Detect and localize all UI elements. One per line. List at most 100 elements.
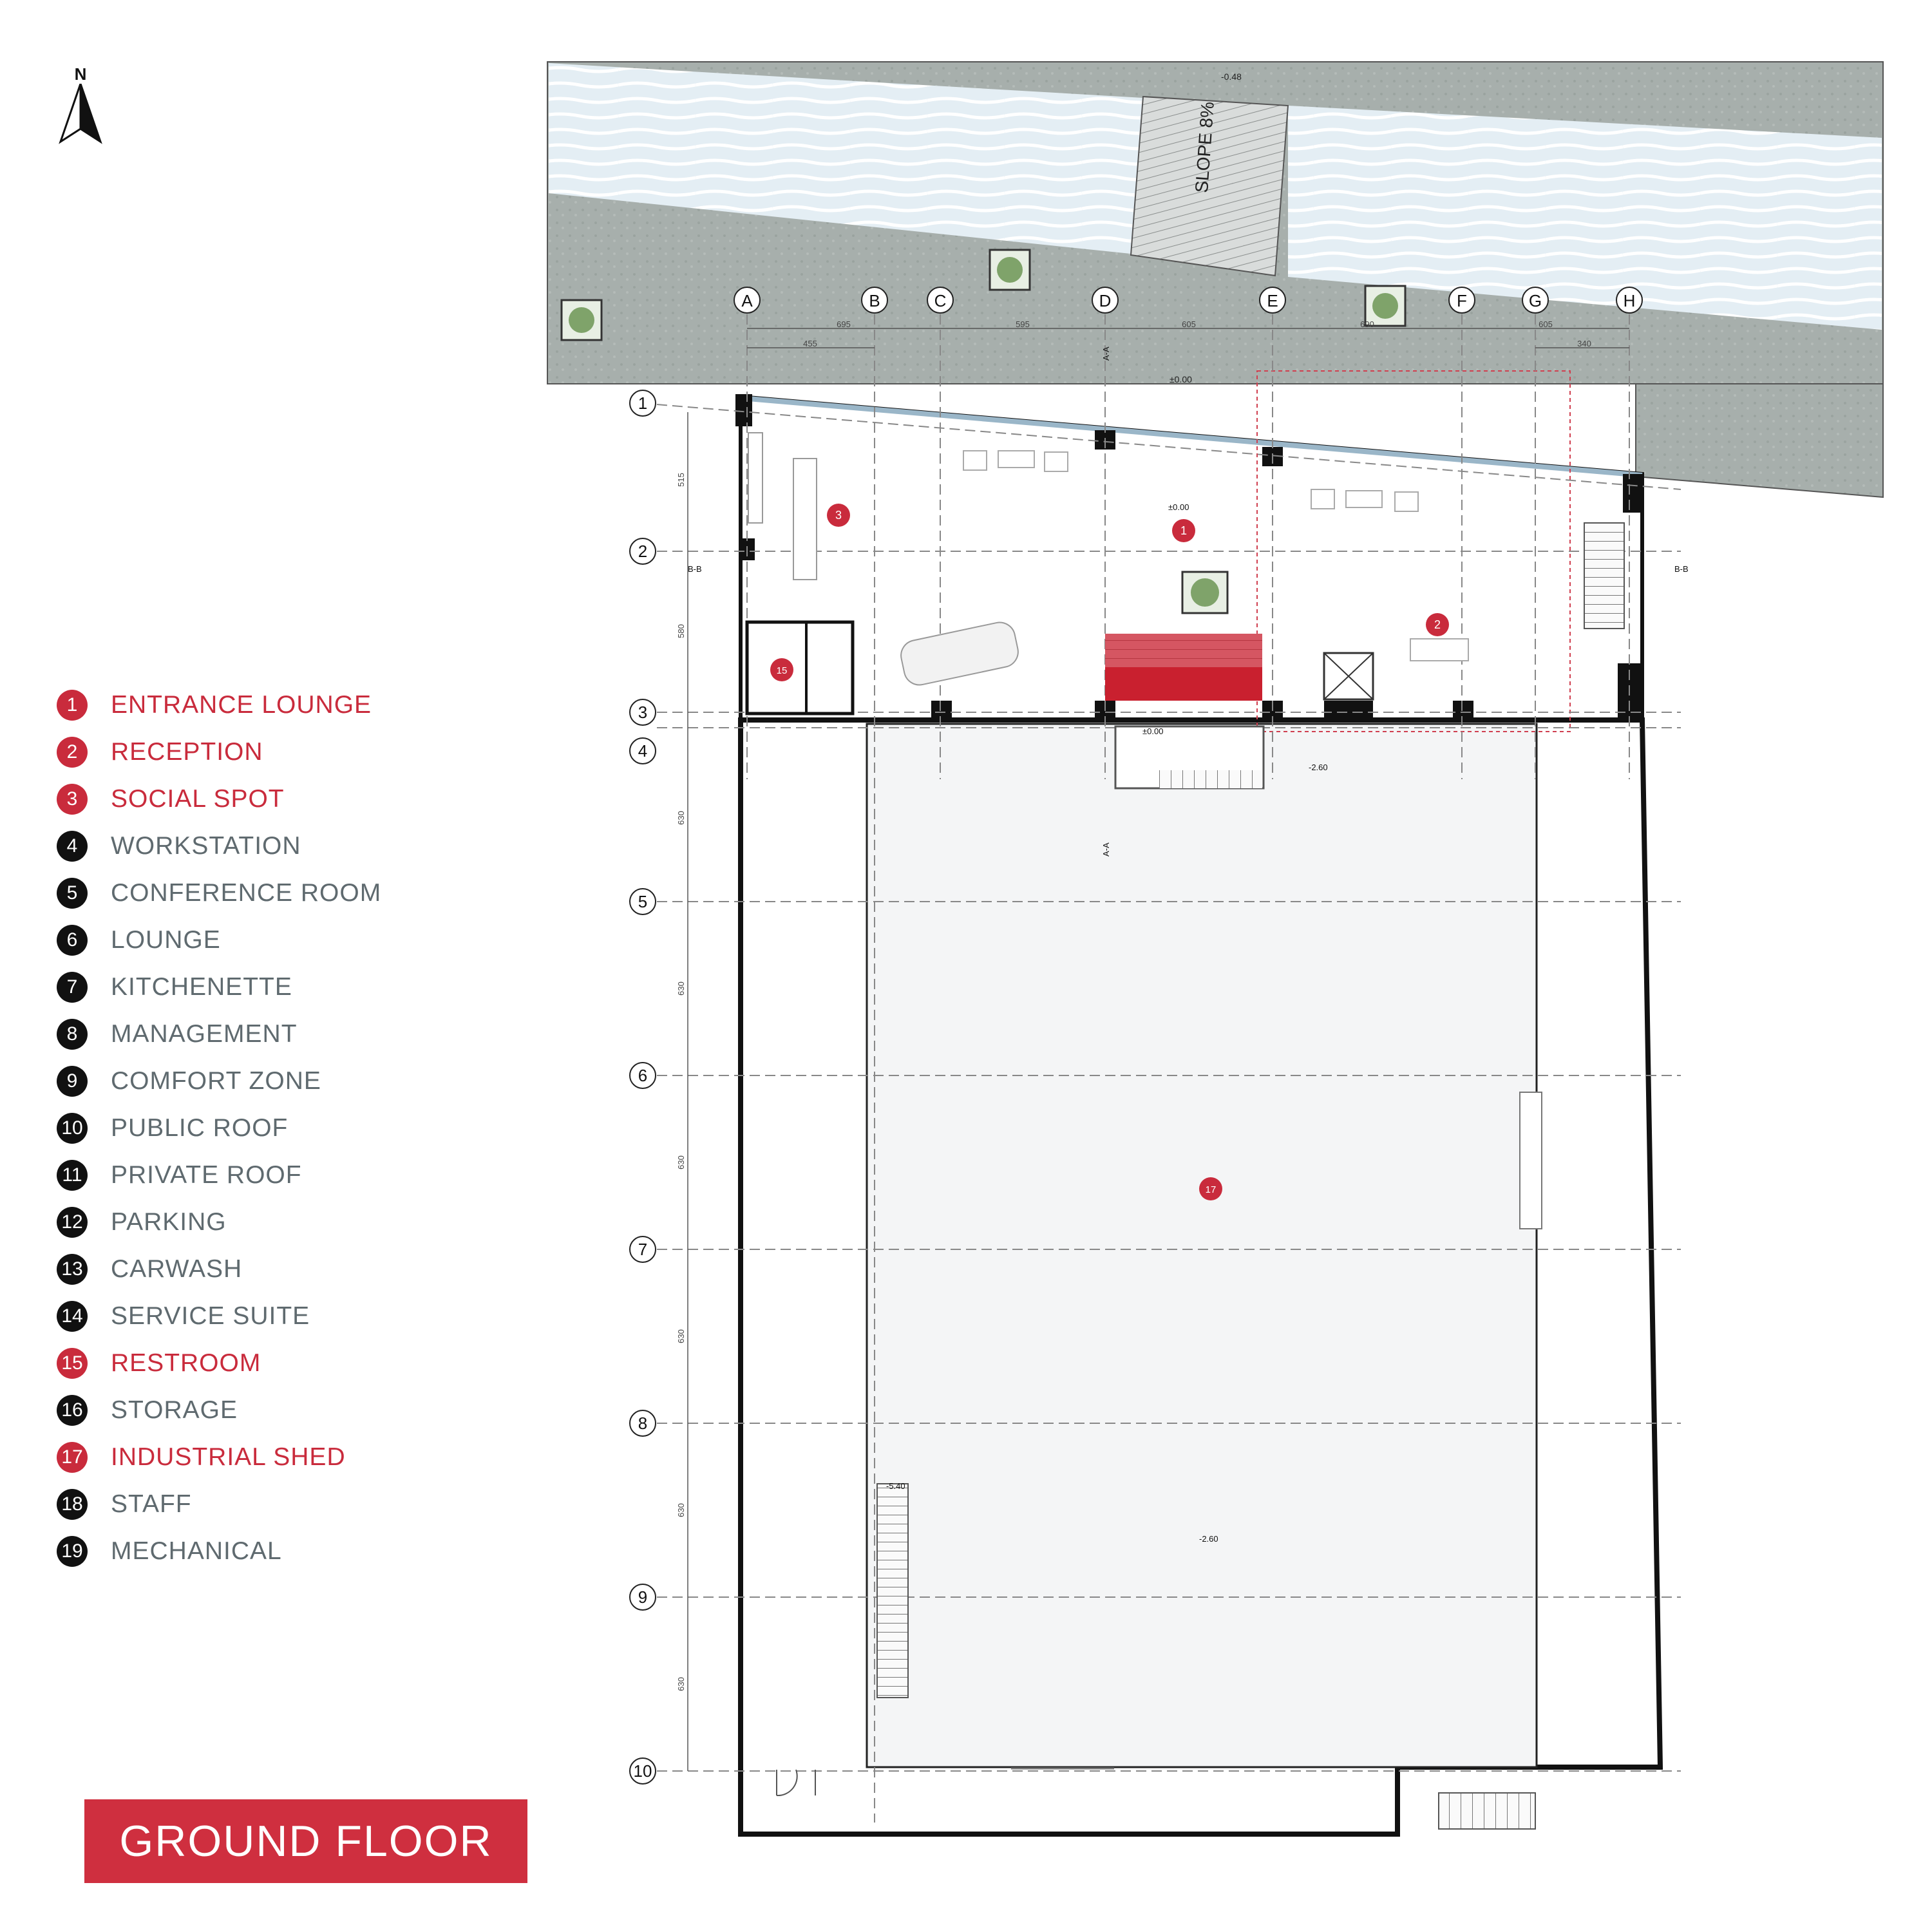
legend-item: 6 LOUNGE (57, 916, 507, 963)
room-tag-2: 2 (1434, 618, 1441, 631)
section-bb-left: B-B (688, 564, 702, 574)
grid-row-3: 3 (638, 703, 647, 722)
grid-col-e: E (1267, 291, 1278, 310)
legend-label: PRIVATE ROOF (111, 1160, 302, 1189)
section-aa-bottom: A-A (1101, 842, 1111, 857)
legend-number-badge: 8 (57, 1018, 88, 1050)
north-label: N (74, 64, 87, 84)
dim-r56: 630 (676, 981, 686, 996)
dim-r89: 630 (676, 1503, 686, 1517)
grid-row-2: 2 (638, 542, 647, 561)
legend-label: INDUSTRIAL SHED (111, 1443, 346, 1471)
legend-number-badge: 7 (57, 971, 88, 1003)
legend-number-badge: 1 (57, 689, 88, 721)
dim-a-sub: 455 (803, 339, 817, 348)
side-stair (1584, 522, 1625, 629)
dim-gh: 605 (1539, 319, 1553, 329)
legend-number-badge: 5 (57, 877, 88, 909)
room-tag-1: 1 (1180, 524, 1187, 537)
room-tag-15: 15 (777, 665, 788, 676)
dim-r12: 515 (676, 473, 686, 487)
basement-stair (876, 1483, 909, 1698)
legend-number-badge: 12 (57, 1206, 88, 1238)
legend-label: SERVICE SUITE (111, 1302, 310, 1330)
dim-h-sub: 340 (1577, 339, 1591, 348)
grid-row-6: 6 (638, 1066, 647, 1085)
room-tags: 1 2 3 15 17 (770, 504, 1449, 1200)
level-road: -0.48 (1221, 71, 1242, 82)
dim-r45: 630 (676, 811, 686, 825)
legend-number-badge: 6 (57, 924, 88, 956)
legend-item: 4 WORKSTATION (57, 822, 507, 869)
legend-label: RESTROOM (111, 1349, 261, 1377)
grid-row-10: 10 (634, 1761, 652, 1781)
grid-row-1: 1 (638, 393, 647, 413)
legend-label: STAFF (111, 1490, 192, 1518)
grid-row-9: 9 (638, 1587, 647, 1607)
legend-item: 9 COMFORT ZONE (57, 1057, 507, 1104)
grid-row-8: 8 (638, 1414, 647, 1433)
grid-col-h: H (1624, 291, 1636, 310)
dim-r23: 580 (676, 624, 686, 638)
legend-number-badge: 2 (57, 736, 88, 768)
level-basement: -5.40 (886, 1481, 905, 1491)
north-arrow: N (58, 64, 103, 155)
room-tag-3: 3 (835, 509, 842, 522)
dim-r910: 630 (676, 1677, 686, 1691)
interior-elements (745, 432, 1625, 1830)
legend-number-badge: 10 (57, 1112, 88, 1144)
legend-number-badge: 11 (57, 1159, 88, 1191)
level-shed-b: -2.60 (1199, 1534, 1218, 1544)
north-arrow-icon (59, 84, 102, 144)
legend-number-badge: 19 (57, 1535, 88, 1567)
legend-item: 7 KITCHENETTE (57, 963, 507, 1010)
legend-item: 3 SOCIAL SPOT (57, 775, 507, 822)
legend-label: MECHANICAL (111, 1537, 282, 1565)
legend-label: WORKSTATION (111, 831, 301, 860)
grid-col-g: G (1529, 291, 1542, 310)
dim-de: 605 (1182, 319, 1196, 329)
legend-label: PUBLIC ROOF (111, 1113, 289, 1142)
grid-row-4: 4 (638, 741, 647, 761)
legend-label: ENTRANCE LOUNGE (111, 690, 372, 719)
car-icon (900, 621, 1019, 686)
grid-col-b: B (869, 291, 880, 310)
legend-label: LOUNGE (111, 925, 221, 954)
legend-label: KITCHENETTE (111, 972, 292, 1001)
restroom-walls (745, 620, 855, 715)
drawing-title: GROUND FLOOR (84, 1799, 527, 1883)
dim-r78: 630 (676, 1329, 686, 1343)
dim-cd: 595 (1016, 319, 1030, 329)
legend-label: STORAGE (111, 1396, 238, 1424)
legend-label: PARKING (111, 1208, 227, 1236)
legend-number-badge: 4 (57, 830, 88, 862)
legend-number-badge: 3 (57, 783, 88, 815)
legend-number-badge: 16 (57, 1394, 88, 1426)
level-stair-top: ±0.00 (1142, 726, 1163, 736)
legend-number-badge: 18 (57, 1488, 88, 1520)
legend-item: 11 PRIVATE ROOF (57, 1151, 507, 1198)
level-shed-a: -2.60 (1309, 762, 1328, 772)
legend-label: COMFORT ZONE (111, 1066, 321, 1095)
level-lounge: ±0.00 (1168, 502, 1189, 512)
ramp (1130, 95, 1289, 277)
legend-label: CARWASH (111, 1255, 243, 1283)
grid-row-7: 7 (638, 1240, 647, 1259)
dim-ab: 695 (837, 319, 851, 329)
grid-row-labels: 1 2 3 4 5 6 7 8 9 10 515 580 630 630 630… (629, 390, 688, 1785)
section-aa-top: A-A (1101, 346, 1111, 361)
legend-label: SOCIAL SPOT (111, 784, 285, 813)
legend-number-badge: 9 (57, 1065, 88, 1097)
grid-col-f: F (1457, 291, 1467, 310)
level-site: ±0.00 (1170, 374, 1192, 384)
level-markers: ±0.00 ±0.00 -2.60 -2.60 -5.40 (886, 502, 1328, 1544)
